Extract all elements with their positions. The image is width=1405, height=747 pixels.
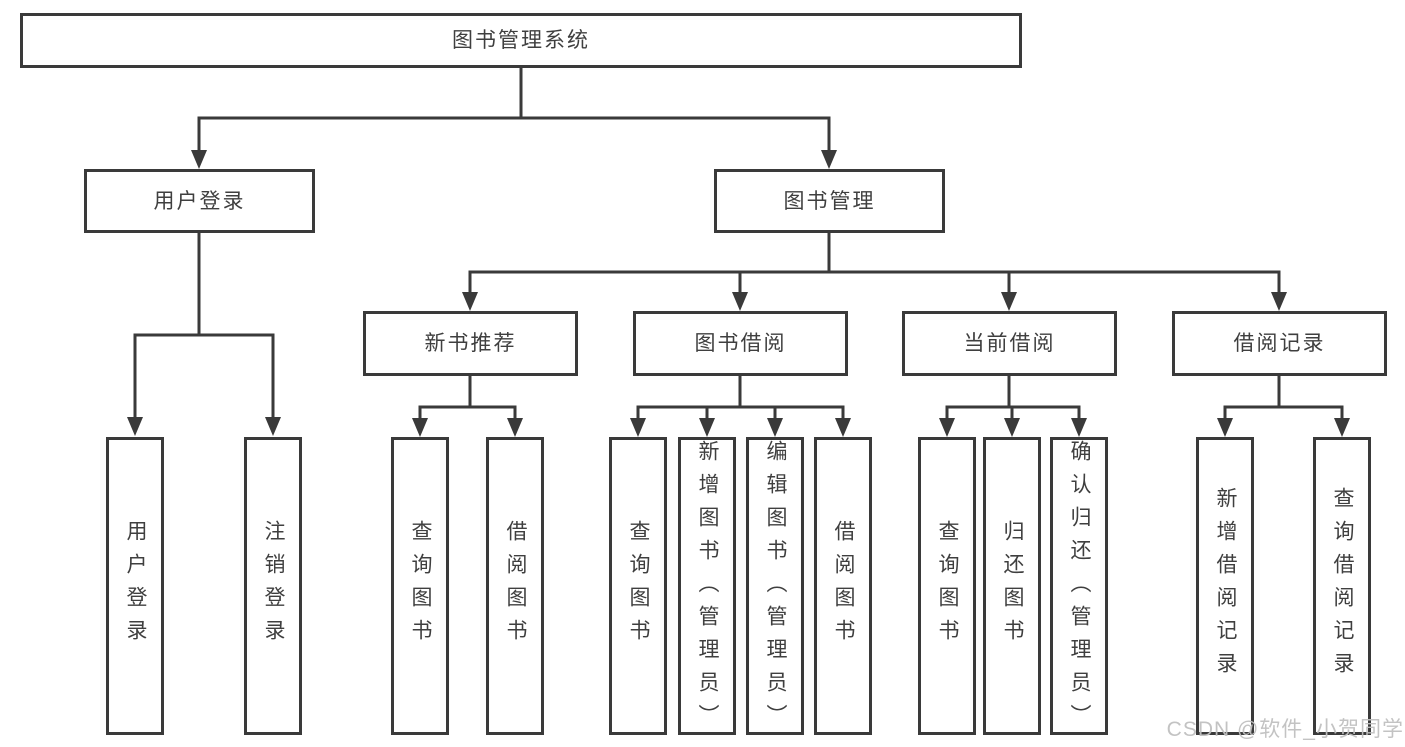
arrowhead — [507, 418, 523, 437]
leaf-logout: 注销登录 — [244, 437, 302, 735]
leaf-label: 查询图书 — [627, 520, 650, 652]
leaf-current-query-books: 查询图书 — [918, 437, 976, 735]
leaf-label: 借阅图书 — [504, 520, 527, 652]
leaf-user-login: 用户登录 — [106, 437, 164, 735]
node-label: 当前借阅 — [963, 332, 1056, 355]
node-label: 图书管理 — [783, 189, 876, 213]
node-label: 新书推荐 — [424, 332, 517, 355]
leaf-label: 查询图书 — [409, 520, 432, 652]
leaf-records-query-record: 查询借阅记录 — [1313, 437, 1371, 735]
leaf-borrow-query-books: 查询图书 — [609, 437, 667, 735]
connector-user-login-branch — [127, 231, 281, 436]
arrowhead — [1004, 418, 1020, 437]
connector-book-borrow-branch — [630, 374, 851, 437]
node-current-borrow: 当前借阅 — [902, 311, 1117, 376]
node-borrow-records: 借阅记录 — [1172, 311, 1387, 376]
leaf-label: 注销登录 — [262, 520, 285, 652]
node-book-borrow: 图书借阅 — [633, 311, 848, 376]
arrowhead — [767, 418, 783, 437]
connector-new-book-branch — [412, 374, 523, 437]
leaf-label: 查询借阅记录 — [1331, 487, 1354, 685]
node-root-system: 图书管理系统 — [20, 13, 1022, 68]
leaf-label: 确认归还（管理员） — [1068, 440, 1091, 737]
arrowhead — [127, 417, 143, 436]
leaf-borrow-add-books-admin: 新增图书（管理员） — [678, 437, 736, 737]
arrowhead — [835, 418, 851, 437]
arrowhead — [412, 418, 428, 437]
arrowhead — [630, 418, 646, 437]
leaf-label: 新增图书（管理员） — [696, 440, 719, 737]
leaf-records-add-record: 新增借阅记录 — [1196, 437, 1254, 735]
arrowhead — [1271, 292, 1287, 311]
leaf-label: 用户登录 — [124, 520, 147, 652]
arrowhead — [732, 292, 748, 311]
node-label: 图书借阅 — [694, 332, 787, 355]
leaf-newbook-query-books: 查询图书 — [391, 437, 449, 735]
node-new-book-recommend: 新书推荐 — [363, 311, 578, 376]
leaf-newbook-borrow-books: 借阅图书 — [486, 437, 544, 735]
arrowhead — [191, 150, 207, 169]
arrowhead — [462, 292, 478, 311]
leaf-label: 借阅图书 — [832, 520, 855, 652]
arrowhead — [939, 418, 955, 437]
arrowhead — [1071, 418, 1087, 437]
node-label: 用户登录 — [153, 189, 246, 213]
connector-book-management-branch — [462, 231, 1287, 311]
arrowhead — [699, 418, 715, 437]
leaf-borrow-borrow-books: 借阅图书 — [814, 437, 872, 735]
arrowhead — [1217, 418, 1233, 437]
leaf-label: 查询图书 — [936, 520, 959, 652]
node-root-label: 图书管理系统 — [452, 29, 590, 52]
arrowhead — [265, 417, 281, 436]
node-book-management: 图书管理 — [714, 169, 945, 233]
arrowhead — [1334, 418, 1350, 437]
arrowhead — [1001, 292, 1017, 311]
node-label: 借阅记录 — [1233, 332, 1326, 355]
leaf-current-return-books: 归还图书 — [983, 437, 1041, 735]
leaf-current-confirm-return-admin: 确认归还（管理员） — [1050, 437, 1108, 737]
connector-borrow-records-branch — [1217, 374, 1350, 437]
connector-current-borrow-branch — [939, 374, 1087, 437]
leaf-label: 新增借阅记录 — [1214, 487, 1237, 685]
node-user-login: 用户登录 — [84, 169, 315, 233]
leaf-label: 归还图书 — [1001, 520, 1024, 652]
connector-root-to-level2 — [191, 66, 837, 169]
leaf-label: 编辑图书（管理员） — [764, 440, 787, 737]
arrowhead — [821, 150, 837, 169]
leaf-borrow-edit-books-admin: 编辑图书（管理员） — [746, 437, 804, 737]
